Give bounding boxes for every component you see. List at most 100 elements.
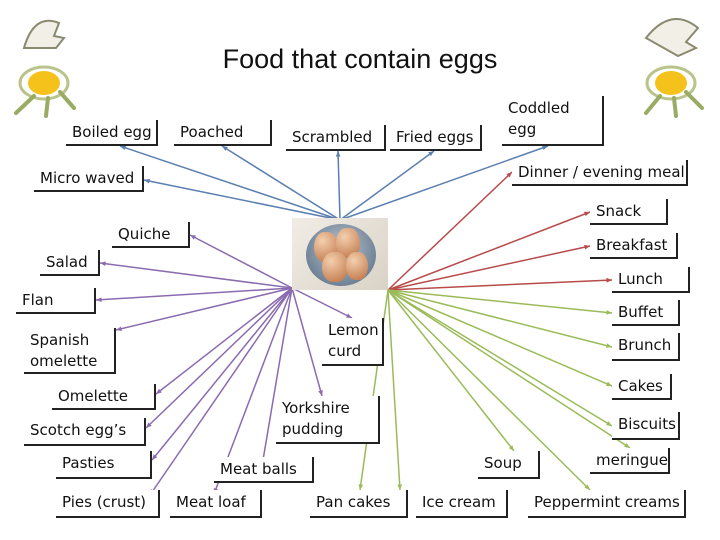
page-title: Food that contain eggs (222, 44, 498, 74)
node-scotch-eggs: Scotch egg’s (24, 418, 146, 446)
node-spanish-omelette: Spanish omelette (24, 328, 116, 374)
arrow-head (146, 422, 152, 428)
node-meringue: meringue (590, 448, 670, 474)
node-soup: Soup (478, 451, 540, 479)
connector-line (221, 145, 341, 221)
arrow-head (152, 454, 158, 460)
node-salad: Salad (40, 250, 100, 276)
node-omelette: Omelette (52, 384, 156, 410)
cracked-egg-icon (14, 19, 76, 118)
node-label: Pasties (62, 454, 115, 472)
connector-line (261, 287, 293, 467)
connector-line (337, 150, 341, 221)
node-label: Dinner / evening meal (518, 163, 685, 181)
node-label: Pies (crust) (62, 493, 147, 511)
node-lunch: Lunch (612, 267, 690, 293)
node-label: Lunch (618, 270, 663, 288)
node-dinner: Dinner / evening meal (512, 160, 688, 186)
node-label: Biscuits (618, 415, 676, 433)
node-pan-cakes: Pan cakes (310, 490, 408, 518)
connector-line (99, 262, 293, 289)
node-label: Salad (46, 253, 88, 271)
node-pasties: Pasties (56, 451, 152, 479)
connector-line (387, 171, 513, 291)
node-label: Quiche (118, 225, 171, 243)
arrow-head (335, 151, 341, 157)
node-label: Meat balls (220, 460, 297, 478)
node-coddled-egg: Coddled egg (502, 96, 604, 146)
connector-line (387, 289, 401, 491)
connector-line (145, 287, 293, 429)
arrow-head (508, 445, 514, 451)
node-peppermint-creams: Peppermint creams (528, 490, 686, 518)
arrow-head (100, 261, 106, 267)
connector-line (387, 279, 613, 291)
arrow-head (542, 145, 548, 151)
node-ice-cream: Ice cream (416, 490, 508, 518)
node-label: Spanish omelette (30, 331, 98, 370)
connector-line (339, 150, 435, 221)
arrow-head (358, 484, 364, 490)
node-label: meringue (596, 451, 668, 469)
connector-line (149, 287, 293, 496)
node-label: Pan cakes (316, 493, 391, 511)
connector-line (115, 287, 293, 331)
node-label: Brunch (618, 336, 672, 354)
arrow-head (584, 211, 590, 217)
arrow-head (222, 146, 228, 151)
connector-line (387, 289, 613, 387)
connector-line (387, 211, 591, 291)
node-quiche: Quiche (112, 222, 190, 248)
node-snack: Snack (590, 199, 668, 225)
node-label: Scotch egg’s (30, 421, 127, 439)
connector-line (189, 234, 293, 289)
node-label: Omelette (58, 387, 129, 405)
connector-line (151, 287, 293, 461)
eggs-photo (292, 218, 388, 290)
node-label: Buffet (618, 303, 664, 321)
node-label: Micro waved (40, 169, 135, 187)
node-label: Yorkshire pudding (282, 399, 350, 438)
node-biscuits: Biscuits (612, 412, 680, 440)
arrow-head (606, 277, 612, 283)
node-label: Meat loaf (176, 493, 246, 511)
node-label: Poached (180, 123, 244, 141)
arrow-head (506, 172, 512, 178)
connector-line (291, 287, 323, 397)
arrow-head (428, 151, 434, 157)
connector-line (339, 145, 549, 221)
connector-line (291, 287, 353, 319)
arrow-head (120, 145, 126, 150)
connector-line (387, 289, 515, 452)
arrow-head (606, 310, 612, 315)
arrow-head (96, 297, 102, 302)
node-lemon-curd: Lemon curd (322, 318, 384, 366)
node-cakes: Cakes (612, 374, 672, 400)
arrow-head (624, 443, 630, 448)
node-buffet: Buffet (612, 300, 680, 326)
node-label: Scrambled (292, 128, 373, 146)
connector-line (155, 287, 293, 395)
cracked-egg-icon (644, 18, 704, 118)
node-label: Lemon curd (328, 321, 379, 360)
node-label: Snack (596, 202, 642, 220)
connector-line (95, 287, 293, 301)
node-label: Flan (22, 291, 54, 309)
arrow-head (116, 326, 122, 331)
arrow-head (606, 381, 612, 386)
node-micro-waved: Micro waved (34, 166, 144, 192)
node-brunch: Brunch (612, 333, 680, 361)
arrow-head (397, 484, 403, 490)
arrow-head (156, 388, 162, 394)
node-breakfast: Breakfast (590, 233, 678, 259)
connector-line (387, 245, 591, 291)
node-label: Peppermint creams (534, 493, 680, 511)
arrow-head (584, 484, 590, 490)
node-label: Fried eggs (396, 128, 474, 146)
arrow-head (144, 178, 150, 184)
connector-line (387, 289, 591, 491)
node-pies-crust: Pies (crust) (56, 490, 160, 518)
node-label: Cakes (618, 377, 663, 395)
arrow-head (606, 343, 612, 348)
node-label: Soup (484, 454, 522, 472)
